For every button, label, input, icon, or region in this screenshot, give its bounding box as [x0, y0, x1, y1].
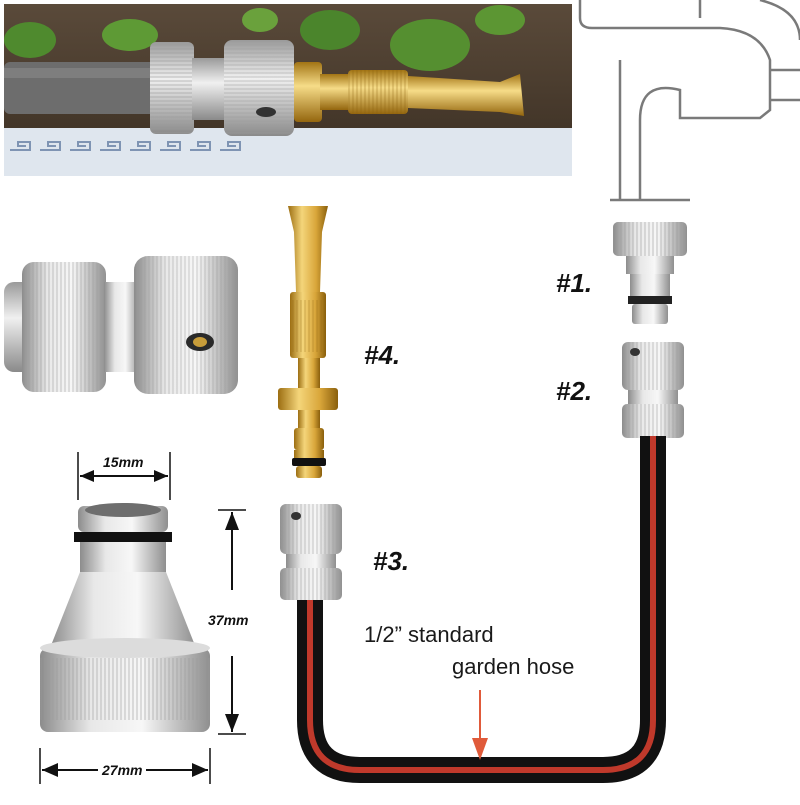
- part1-tap-adapter: [613, 222, 687, 324]
- garden-hose: [297, 436, 666, 783]
- hose-connector-large: [4, 256, 238, 394]
- dimension-top-width: 15mm: [100, 454, 147, 470]
- hose-pointer-arrow: [472, 690, 488, 760]
- label-part1: #1.: [556, 268, 593, 298]
- dimension-bottom-width: 27mm: [98, 762, 147, 778]
- product-photo: [4, 4, 572, 176]
- faucet-outline: [578, 0, 800, 202]
- part4-brass-nozzle: [278, 206, 338, 478]
- hose-caption-line2: garden hose: [452, 654, 575, 679]
- label-part4: #4.: [364, 340, 401, 370]
- part3-hose-connector: [280, 504, 342, 600]
- dimension-height: 37mm: [208, 612, 249, 628]
- tap-adapter-dimensioned: [40, 503, 210, 732]
- dimension-lines: [39, 452, 246, 784]
- hose-caption-line1: 1/2” standard: [364, 622, 494, 647]
- label-part3: #3.: [373, 546, 410, 576]
- part2-hose-connector: [622, 342, 684, 438]
- label-part2: #2.: [556, 376, 593, 406]
